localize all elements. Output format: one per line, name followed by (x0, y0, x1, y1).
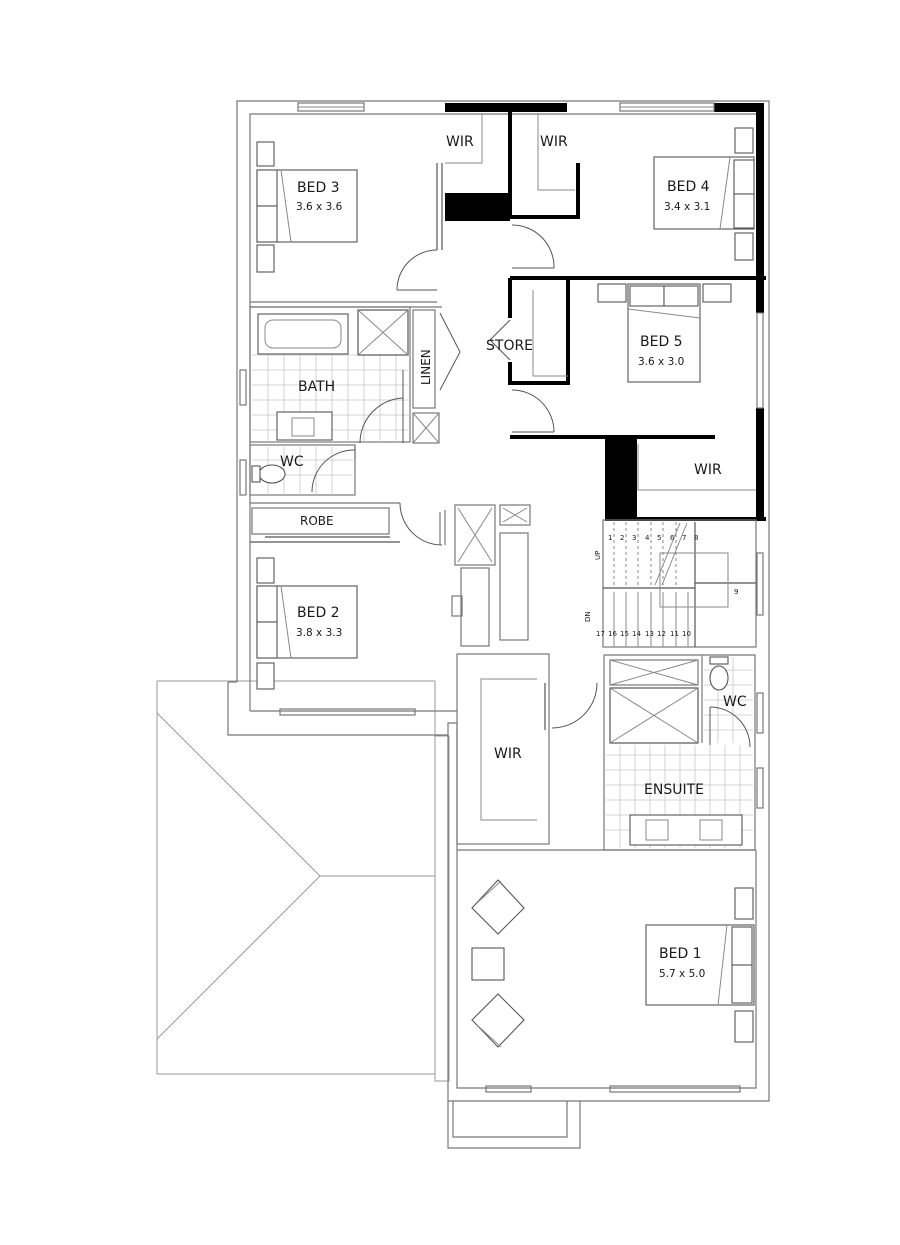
svg-text:1: 1 (608, 534, 612, 542)
robe-label: ROBE (300, 514, 334, 528)
svg-text:15: 15 (620, 630, 629, 638)
svg-text:11: 11 (670, 630, 679, 638)
staircase (602, 519, 757, 648)
svg-text:6: 6 (670, 534, 675, 542)
bed5-label: BED 5 (640, 334, 683, 350)
linen-label: LINEN (419, 349, 433, 385)
room-labels: BED 3 3.6 x 3.6 WIR WIR BED 4 3.4 x 3.1 … (280, 134, 747, 980)
side-table (471, 947, 505, 981)
roof-outline (156, 680, 450, 1082)
svg-text:2: 2 (620, 534, 624, 542)
svg-text:3: 3 (632, 534, 636, 542)
stair-numbers: 1 2 3 4 5 6 7 8 9 17 16 15 14 13 12 11 1… (584, 534, 738, 638)
svg-text:5: 5 (657, 534, 661, 542)
bed5-dims: 3.6 x 3.0 (638, 356, 684, 368)
bed4-dims: 3.4 x 3.1 (664, 201, 710, 213)
svg-text:16: 16 (608, 630, 617, 638)
structural-walls (445, 103, 766, 521)
svg-text:7: 7 (682, 534, 686, 542)
svg-text:9: 9 (734, 588, 738, 596)
bathtub (257, 313, 349, 355)
internal-walls (249, 114, 756, 851)
tile-grid (252, 354, 753, 848)
bed3-label: BED 3 (297, 180, 340, 196)
wir-bed5-label: WIR (694, 462, 722, 478)
bath-label: BATH (298, 379, 335, 395)
armchair (471, 993, 525, 1048)
bed1-label: BED 1 (659, 946, 702, 962)
svg-text:12: 12 (657, 630, 666, 638)
bed4-label: BED 4 (667, 179, 710, 195)
ensuite-toilet (709, 665, 729, 691)
svg-text:4: 4 (645, 534, 650, 542)
windows (239, 102, 764, 1093)
svg-text:DN: DN (584, 611, 592, 622)
svg-text:UP: UP (594, 551, 602, 560)
wir-bed3-label: WIR (446, 134, 474, 150)
doors (311, 224, 751, 748)
bed1-dims: 5.7 x 5.0 (659, 968, 705, 980)
vanity (276, 411, 333, 441)
svg-text:17: 17 (596, 630, 605, 638)
store-label: STORE (486, 338, 533, 354)
furniture (251, 127, 755, 1048)
wir-bed4-label: WIR (540, 134, 568, 150)
svg-text:8: 8 (694, 534, 698, 542)
bed2-dims: 3.8 x 3.3 (296, 627, 342, 639)
svg-text:13: 13 (645, 630, 654, 638)
wir-bed1-label: WIR (494, 746, 522, 762)
wc-label: WC (280, 454, 304, 470)
bed2-label: BED 2 (297, 605, 340, 621)
ensuite-wc-label: WC (723, 694, 747, 710)
ensuite-label: ENSUITE (644, 782, 704, 798)
bed3-dims: 3.6 x 3.6 (296, 201, 343, 213)
svg-text:10: 10 (682, 630, 691, 638)
svg-text:14: 14 (632, 630, 641, 638)
armchair (471, 879, 525, 935)
